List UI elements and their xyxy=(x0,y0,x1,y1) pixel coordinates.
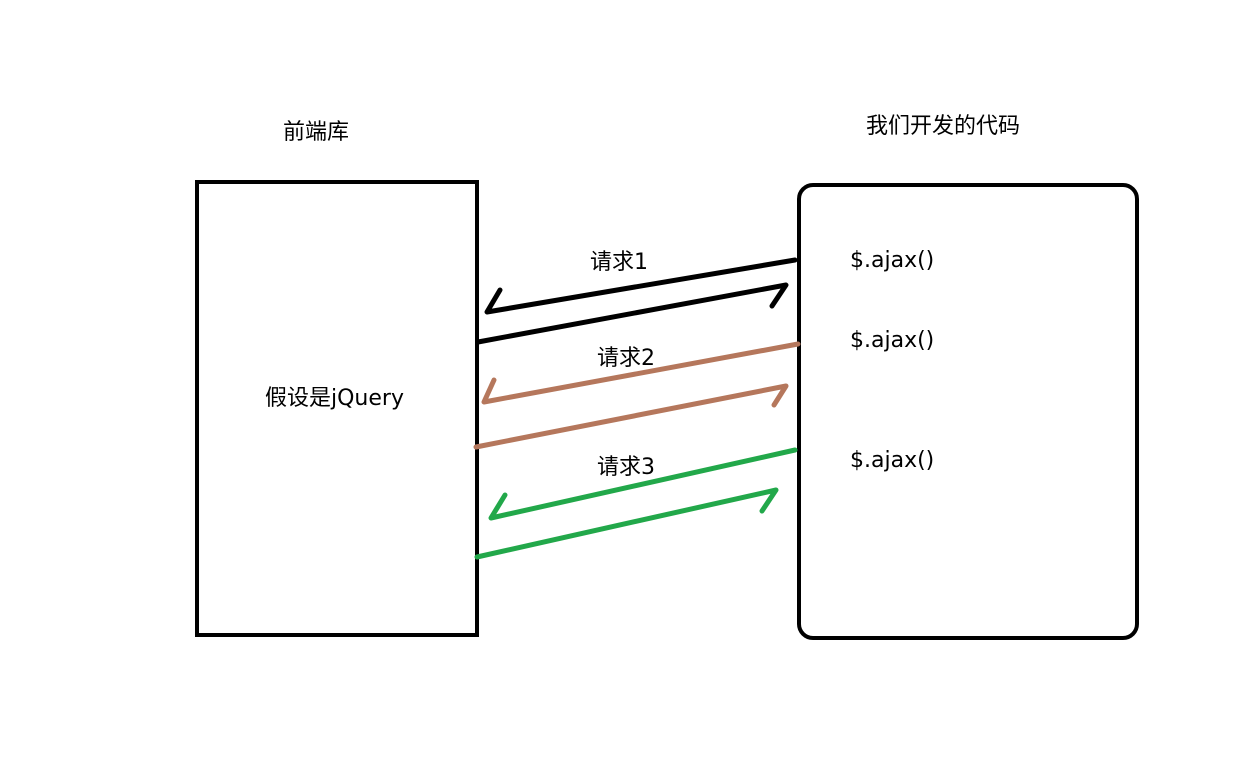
request-1-arrows xyxy=(475,257,798,345)
our-code-title: 我们开发的代码 xyxy=(866,114,1021,139)
ajax-call-1: $.ajax() xyxy=(850,248,935,273)
request-3-arrow-to-code xyxy=(474,487,779,560)
request-2-arrows xyxy=(473,341,801,450)
frontend-library-title: 前端库 xyxy=(283,120,350,145)
request-3-arrows xyxy=(474,447,798,560)
request-3-label: 请求3 xyxy=(597,455,655,480)
ajax-call-2: $.ajax() xyxy=(850,328,935,353)
request-1-arrow-to-code xyxy=(475,282,789,345)
frontend-library-box xyxy=(195,180,479,637)
request-2-arrow-to-library xyxy=(481,341,801,405)
our-code-box xyxy=(797,183,1139,640)
ajax-call-3: $.ajax() xyxy=(850,448,935,473)
request-3-arrow-to-library xyxy=(488,447,798,521)
request-2-label: 请求2 xyxy=(597,346,655,371)
request-1-arrow-to-library xyxy=(484,257,798,315)
request-1-label: 请求1 xyxy=(590,250,648,275)
request-2-arrow-to-code xyxy=(473,383,789,450)
jquery-label: 假设是jQuery xyxy=(265,386,404,411)
